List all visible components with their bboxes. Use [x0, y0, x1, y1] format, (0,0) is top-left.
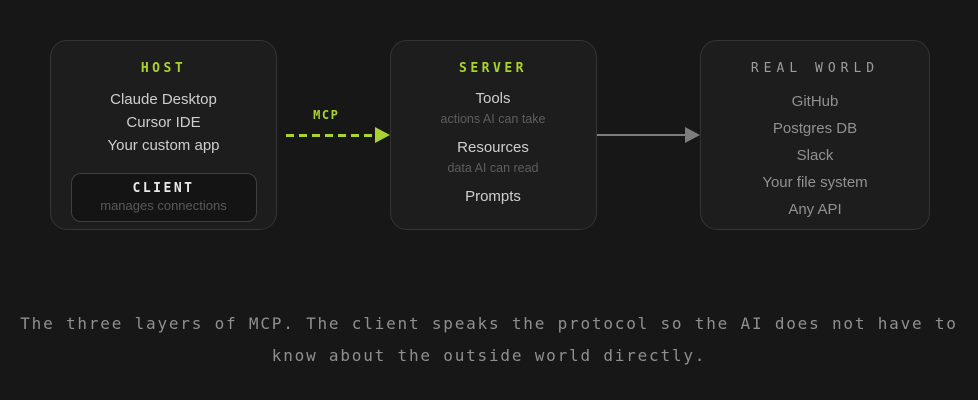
server-section-sub: data AI can read [447, 161, 539, 175]
real-world-item: GitHub [791, 93, 839, 110]
server-box: SERVER Tools actions AI can take Resourc… [389, 40, 597, 230]
host-box: HOST Claude Desktop Cursor IDE Your cust… [50, 40, 277, 230]
arrowhead-icon [374, 127, 390, 143]
client-box: CLIENT manages connections [70, 173, 257, 222]
real-world-box: REAL WORLD GitHub Postgres DB Slack Your… [700, 40, 930, 230]
real-world-item: Your file system [762, 174, 868, 191]
server-section-label: Resources [457, 139, 529, 156]
mcp-connector: MCP [277, 108, 390, 155]
host-item: Cursor IDE [126, 114, 201, 131]
diagram-row: HOST Claude Desktop Cursor IDE Your cust… [50, 40, 930, 230]
real-world-title: REAL WORLD [750, 61, 880, 76]
server-title: SERVER [459, 61, 527, 76]
figure-caption: The three layers of MCP. The client spea… [0, 308, 978, 372]
server-section-label: Prompts [465, 188, 521, 205]
real-world-item: Postgres DB [772, 120, 858, 137]
client-title: CLIENT [132, 181, 195, 196]
host-item: Your custom app [107, 137, 220, 154]
server-section-sub: actions AI can take [440, 112, 546, 126]
real-world-item: Any API [788, 201, 842, 218]
host-item: Claude Desktop [110, 91, 217, 108]
server-to-world-connector [596, 115, 700, 155]
arrowhead-icon [685, 127, 700, 143]
server-section-label: Tools [475, 90, 511, 107]
mcp-arrow-label: MCP [313, 108, 340, 122]
host-title: HOST [140, 61, 187, 76]
solid-arrow-line [596, 134, 685, 136]
real-world-item: Slack [796, 147, 834, 164]
figure-caption-text: The three layers of MCP. The client spea… [20, 314, 958, 365]
client-subtitle: manages connections [100, 198, 227, 213]
dashed-arrow-line [286, 133, 375, 137]
